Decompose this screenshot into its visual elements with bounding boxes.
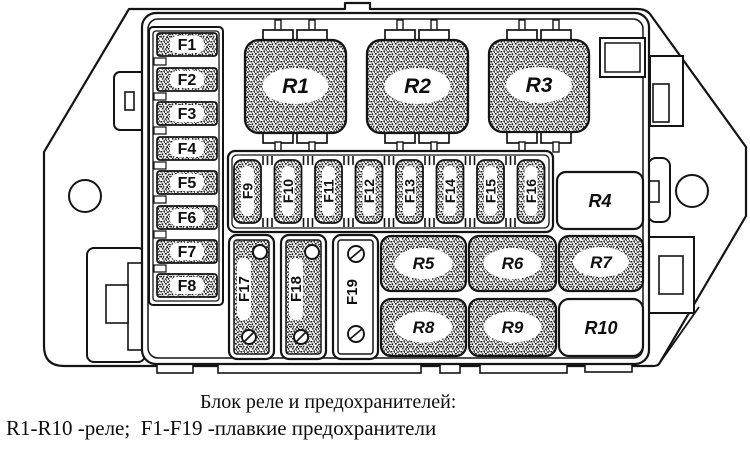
fuse-f5-label: F5 bbox=[178, 175, 197, 192]
fuse-f10: F10 bbox=[273, 159, 303, 224]
relay-r6: R6 bbox=[467, 234, 558, 293]
mounting-hole-right bbox=[675, 174, 709, 208]
fuse-f14: F14 bbox=[435, 159, 465, 224]
diagram-drawing: F1 F2 F3 F4 F5 F6 F7 F8 R1 R2 R3 F9 F10 … bbox=[42, 1, 748, 374]
relay-r10-label: R10 bbox=[584, 318, 617, 338]
fuse-f15: F15 bbox=[476, 159, 505, 224]
relay-r8-label: R8 bbox=[413, 318, 435, 337]
fuse-f9-label: F9 bbox=[240, 183, 256, 200]
fuse-f4-label: F4 bbox=[178, 141, 197, 158]
relay-r5-label: R5 bbox=[413, 254, 435, 273]
relay-r3: R3 bbox=[487, 38, 591, 134]
fuse-f11-label: F11 bbox=[321, 179, 337, 203]
right-connector-upper bbox=[649, 55, 684, 127]
relay-r6-label: R6 bbox=[502, 254, 524, 273]
right-connector-lower bbox=[648, 236, 700, 365]
relay-r5: R5 bbox=[379, 234, 468, 293]
fuse-f10-label: F10 bbox=[280, 179, 296, 203]
fuse-f7-label: F7 bbox=[178, 244, 197, 261]
fuse-f7: F7 bbox=[156, 239, 218, 264]
left-connector-upper bbox=[113, 71, 149, 131]
fuse-f2-label: F2 bbox=[178, 72, 197, 89]
fuse-f3-label: F3 bbox=[178, 106, 197, 123]
fuse-f14-label: F14 bbox=[442, 179, 458, 203]
fuse-f8-label: F8 bbox=[178, 278, 197, 295]
fuse-f6: F6 bbox=[156, 205, 218, 230]
relay-r1: R1 bbox=[243, 38, 348, 135]
relay-r3-label: R3 bbox=[526, 74, 553, 97]
fuse-f16: F16 bbox=[516, 159, 546, 224]
relay-r10: R10 bbox=[557, 297, 645, 358]
empty-socket bbox=[599, 37, 646, 78]
fuse-f12-label: F12 bbox=[361, 179, 377, 203]
fuse-f9: F9 bbox=[233, 159, 262, 224]
fuse-f3: F3 bbox=[156, 101, 218, 126]
fuse-f18: F18 bbox=[279, 233, 328, 361]
fuse-f13-label: F13 bbox=[402, 179, 418, 203]
fuse-f16-label: F16 bbox=[523, 179, 539, 203]
fuse-f12: F12 bbox=[354, 159, 384, 224]
fuse-column-left: F1 F2 F3 F4 F5 F6 F7 F8 bbox=[148, 26, 224, 306]
caption-title: Блок реле и предохранителей: bbox=[200, 391, 457, 413]
fuse-f5: F5 bbox=[156, 170, 218, 195]
fuse-f18-label: F18 bbox=[288, 276, 305, 302]
right-connector-middle bbox=[647, 157, 671, 223]
relay-r7: R7 bbox=[557, 234, 645, 293]
relay-r2-label: R2 bbox=[404, 75, 431, 98]
mounting-hole-left bbox=[68, 179, 102, 213]
fuse-f13: F13 bbox=[395, 159, 424, 224]
relay-r2: R2 bbox=[365, 38, 470, 135]
relay-r1-label: R1 bbox=[282, 75, 309, 98]
relay-r4-label: R4 bbox=[588, 191, 611, 211]
relay-r4: R4 bbox=[555, 170, 645, 231]
fuse-strip-middle: F9 F10 F11 F12 F13 F14 F15 F16 bbox=[226, 149, 555, 234]
fuse-f2: F2 bbox=[156, 67, 218, 92]
fuse-f19: F19 bbox=[331, 233, 380, 361]
relay-r9: R9 bbox=[467, 297, 558, 358]
fuse-f8: F8 bbox=[156, 273, 218, 298]
left-connector-lower bbox=[86, 247, 146, 363]
fuse-f17-label: F17 bbox=[236, 276, 253, 302]
fuse-f4: F4 bbox=[156, 136, 218, 161]
fuse-f15-label: F15 bbox=[483, 179, 499, 203]
fuse-f17: F17 bbox=[227, 233, 276, 361]
fuse-f1: F1 bbox=[156, 32, 218, 57]
relay-r9-label: R9 bbox=[502, 318, 524, 337]
mounting-feet bbox=[156, 363, 633, 374]
fuse-f1-label: F1 bbox=[178, 37, 197, 54]
fuse-f6-label: F6 bbox=[178, 210, 197, 227]
relay-r7-label: R7 bbox=[590, 253, 613, 272]
relay-terminals bbox=[262, 19, 572, 153]
relay-r8: R8 bbox=[379, 297, 468, 358]
fuse-f11: F11 bbox=[314, 159, 343, 224]
fuse-f19-label: F19 bbox=[344, 279, 361, 305]
caption-legend: R1-R10 -реле; F1-F19 -плавкие предохрани… bbox=[6, 416, 437, 440]
